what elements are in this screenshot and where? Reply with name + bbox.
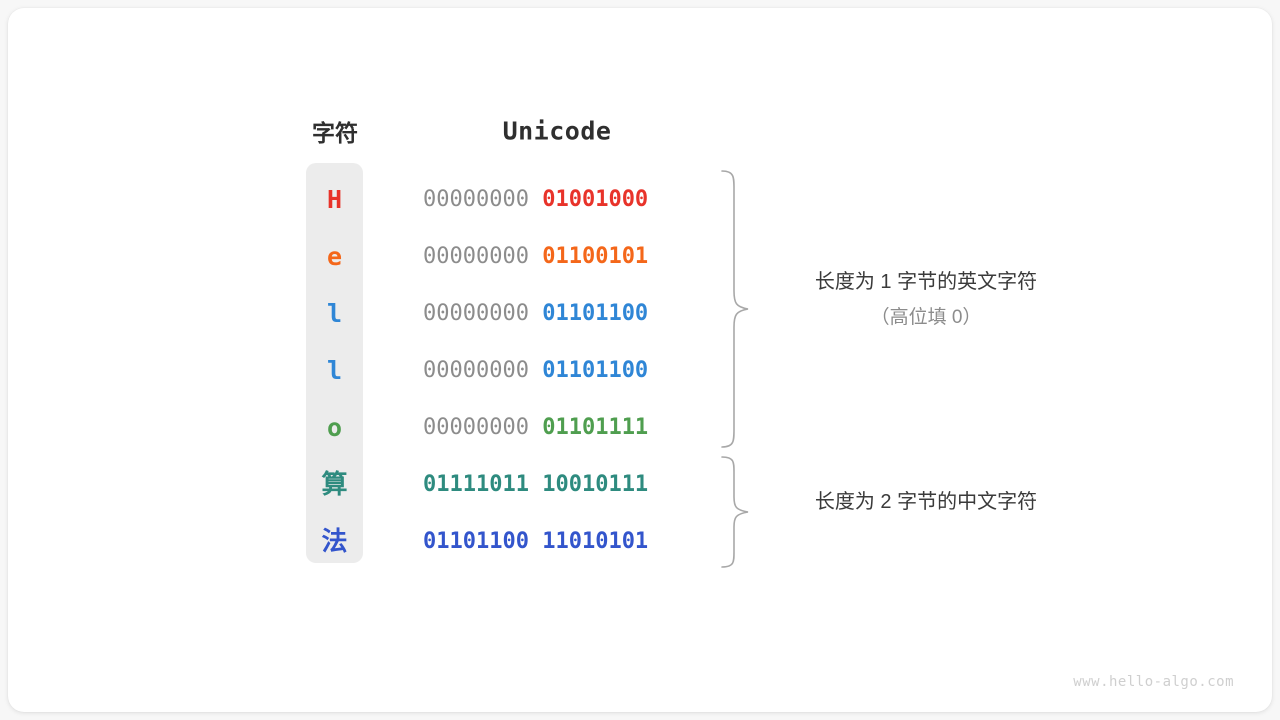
encoding-row: 算 01111011 10010111 bbox=[8, 456, 1272, 513]
unicode-encoding-diagram: 字符 Unicode H 00000000 01001000 e 00000000 0… bbox=[8, 8, 1272, 712]
row-low-byte: 11010101 bbox=[542, 529, 649, 554]
row-high-byte: 01101100 bbox=[423, 529, 529, 554]
row-high-byte: 00000000 bbox=[423, 358, 529, 383]
encoding-row: l 00000000 01101100 bbox=[8, 342, 1272, 399]
row-low-byte: 10010111 bbox=[542, 472, 649, 497]
row-low-byte: 01101100 bbox=[542, 301, 649, 326]
row-high-byte: 01111011 bbox=[423, 472, 529, 497]
annotation-one-byte: 长度为 1 字节的英文字符 （高位填 0） bbox=[815, 264, 1037, 336]
annotation-one-byte-sub: （高位填 0） bbox=[870, 307, 982, 328]
row-unicode-bits: 00000000 01100101 bbox=[423, 228, 693, 285]
row-low-byte: 01101111 bbox=[542, 415, 649, 440]
row-character: 法 bbox=[321, 526, 348, 556]
watermark-url: www.hello-algo.com bbox=[1073, 674, 1234, 690]
row-high-byte: 00000000 bbox=[423, 244, 529, 269]
row-character: H bbox=[326, 185, 343, 214]
row-high-byte: 00000000 bbox=[423, 301, 529, 326]
row-unicode-bits: 00000000 01101111 bbox=[423, 399, 693, 456]
row-character: 算 bbox=[321, 469, 348, 499]
encoding-row: o 00000000 01101111 bbox=[8, 399, 1272, 456]
character-column-background bbox=[306, 163, 363, 563]
row-character: l bbox=[326, 299, 343, 328]
brace-two-byte bbox=[721, 456, 749, 568]
annotation-two-byte-main: 长度为 2 字节的中文字符 bbox=[814, 491, 1038, 513]
diagram-card: 字符 Unicode H 00000000 01001000 e 00000000 0… bbox=[8, 8, 1272, 712]
encoding-row: l 00000000 01101100 bbox=[8, 285, 1272, 342]
row-character: l bbox=[326, 356, 343, 385]
row-unicode-bits: 01111011 10010111 bbox=[423, 456, 693, 513]
encoding-row: e 00000000 01100101 bbox=[8, 228, 1272, 285]
row-high-byte: 00000000 bbox=[423, 187, 529, 212]
annotation-one-byte-main: 长度为 1 字节的英文字符 bbox=[814, 271, 1038, 293]
row-character: o bbox=[326, 413, 343, 442]
column-header-unicode: Unicode bbox=[502, 116, 612, 146]
row-unicode-bits: 00000000 01101100 bbox=[423, 285, 693, 342]
row-unicode-bits: 00000000 01001000 bbox=[423, 171, 693, 228]
row-high-byte: 00000000 bbox=[423, 415, 529, 440]
row-unicode-bits: 01101100 11010101 bbox=[423, 513, 693, 570]
annotation-two-byte: 长度为 2 字节的中文字符 bbox=[815, 484, 1037, 520]
column-header-character: 字符 bbox=[312, 120, 358, 146]
row-low-byte: 01101100 bbox=[542, 358, 649, 383]
brace-one-byte bbox=[721, 170, 749, 448]
row-character: e bbox=[326, 242, 343, 271]
row-unicode-bits: 00000000 01101100 bbox=[423, 342, 693, 399]
encoding-row: 法 01101100 11010101 bbox=[8, 513, 1272, 570]
encoding-row: H 00000000 01001000 bbox=[8, 171, 1272, 228]
row-low-byte: 01100101 bbox=[542, 244, 649, 269]
row-low-byte: 01001000 bbox=[542, 187, 649, 212]
